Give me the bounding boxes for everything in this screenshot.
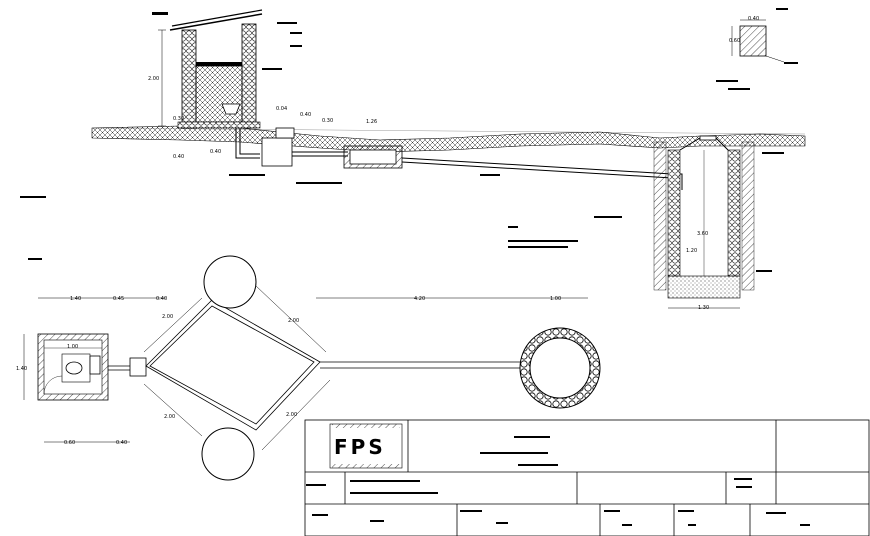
dim-plan-top-5: 1.00 bbox=[550, 296, 561, 302]
legend-bars bbox=[20, 8, 810, 526]
soak-pit bbox=[653, 135, 755, 309]
dim-latrine-width: 1.00 bbox=[67, 344, 78, 350]
logo-text: FPS bbox=[334, 435, 386, 459]
dim-soakpit-gravel: 1.20 bbox=[686, 248, 697, 254]
dim-plan-top-1: 1.40 bbox=[70, 296, 81, 302]
dim-step-1: 0.40 bbox=[210, 149, 221, 155]
ground-surface bbox=[91, 125, 806, 153]
dim-pit-offset-1: 0.30 bbox=[173, 116, 184, 122]
soak-pit-plan-bottom bbox=[201, 427, 255, 481]
pipe-diamond bbox=[145, 299, 520, 431]
latrine-plan bbox=[23, 333, 109, 401]
dim-pipe-gap-1: 0.04 bbox=[276, 106, 287, 112]
dim-plan-top-4: 4.20 bbox=[414, 296, 425, 302]
dim-detail-width: 0.40 bbox=[748, 16, 759, 22]
plan-view bbox=[23, 255, 601, 481]
fps-logo: FPS bbox=[329, 423, 403, 469]
latrine-superstructure bbox=[158, 9, 263, 129]
dim-latrine-depth: 1.40 bbox=[16, 366, 27, 372]
soak-pit-plan-top bbox=[203, 255, 257, 309]
dim-plan-diag-lr: 2.00 bbox=[286, 412, 297, 418]
dim-plan-diag-ul: 2.00 bbox=[162, 314, 173, 320]
dim-plan-bottom-2: 0.40 bbox=[116, 440, 127, 446]
dim-plan-diag-ll: 2.00 bbox=[164, 414, 175, 420]
junction-box bbox=[129, 357, 147, 377]
cover-detail bbox=[731, 19, 785, 63]
dim-pit-offset-2: 0.40 bbox=[173, 154, 184, 160]
dimension-labels: 2.00 0.30 0.40 0.40 0.04 0.40 0.30 1.26 … bbox=[16, 16, 759, 446]
soak-pit-plan-ring bbox=[519, 327, 601, 409]
dim-pipe-gap-3: 0.30 bbox=[322, 118, 333, 124]
pipe-run bbox=[235, 127, 348, 167]
dim-latrine-height: 2.00 bbox=[148, 76, 159, 82]
dim-plan-bottom-1: 0.60 bbox=[64, 440, 75, 446]
dim-pipe-gap-2: 0.40 bbox=[300, 112, 311, 118]
dim-plan-top-3: 0.40 bbox=[156, 296, 167, 302]
dim-plan-diag-ur: 2.00 bbox=[288, 318, 299, 324]
dim-plan-top-2: 0.45 bbox=[113, 296, 124, 302]
dim-trap-run: 1.26 bbox=[366, 119, 377, 125]
dim-detail-height: 0.60 bbox=[729, 38, 740, 44]
interceptor-tank bbox=[343, 145, 683, 190]
dim-soakpit-depth: 3.60 bbox=[697, 231, 708, 237]
dim-soakpit-width: 1.30 bbox=[698, 305, 709, 311]
title-block bbox=[304, 419, 870, 536]
section-view bbox=[91, 9, 806, 309]
